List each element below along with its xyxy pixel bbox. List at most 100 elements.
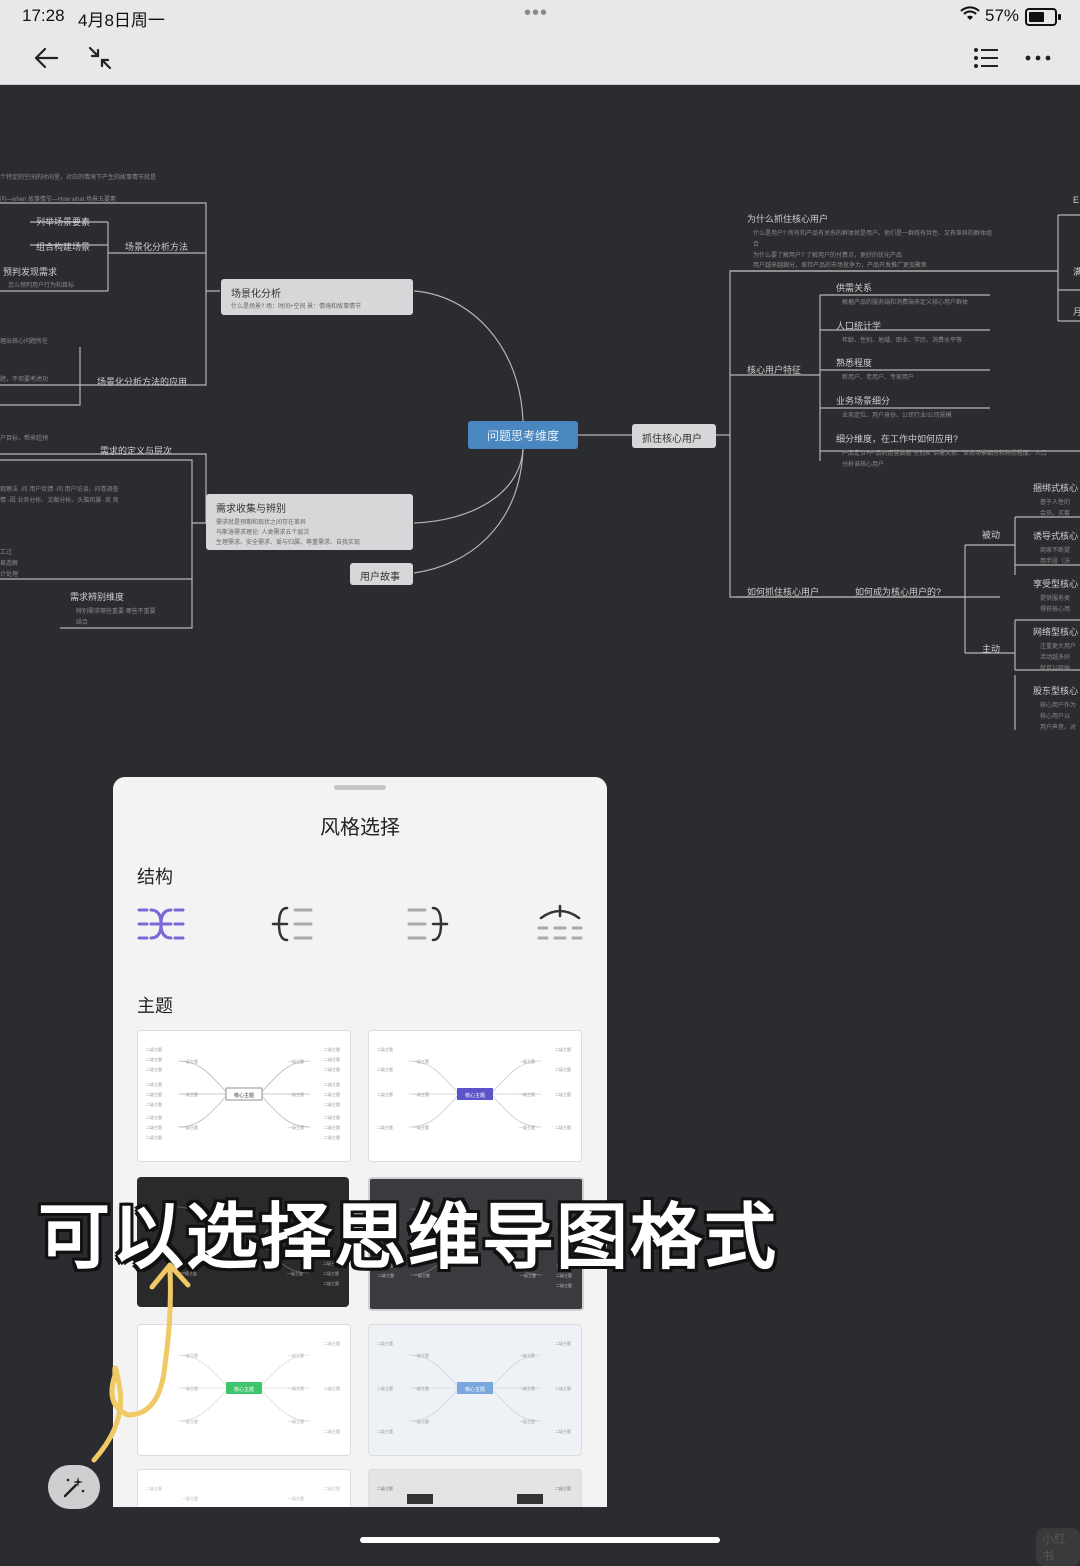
mm-node-demand-def[interactable]: 需求的定义与层次 xyxy=(100,446,173,456)
svg-text:二级主题: 二级主题 xyxy=(324,1081,340,1087)
mm-node-network[interactable]: 网络型核心 xyxy=(1033,627,1079,637)
mm-node-familiar[interactable]: 熟悉程度 xyxy=(836,358,873,368)
video-caption: 可以选择思维导图格式 xyxy=(38,1198,779,1278)
svg-text:一级主题: 一级主题 xyxy=(288,1124,304,1130)
collapse-arrows-icon[interactable] xyxy=(80,38,120,78)
mm-node-collect[interactable]: 需求收集与辨别 需求就是预期和现状之间存在差异 马斯洛需求理论: 人类需求五个层… xyxy=(206,494,413,550)
mm-text-network-s3: 就可以吸纳 xyxy=(1040,666,1071,672)
mm-node-induce[interactable]: 诱导式核心 xyxy=(1033,531,1079,541)
mm-node-combine[interactable]: 组合构建场景 xyxy=(36,242,91,252)
mm-text-familiar-s: 新用户、老用户、专家用户 xyxy=(842,375,915,381)
svg-text:核心主题: 核心主题 xyxy=(465,1092,485,1099)
arrow-left-icon[interactable] xyxy=(26,38,66,78)
mindmap-left-icon[interactable] xyxy=(269,902,319,946)
svg-text:二级主题: 二级主题 xyxy=(555,1066,571,1072)
svg-text:二级主题: 二级主题 xyxy=(324,1114,340,1120)
mm-node-active[interactable]: 主动 xyxy=(982,644,1001,654)
mm-node-subdiv[interactable]: 细分维度，在工作中如何应用? xyxy=(836,434,959,444)
theme-thumb-classic[interactable]: 核心主题 二级主题二级主题二级主题二级主题二级主题二级主题二级主题二级主题二级主… xyxy=(137,1030,351,1162)
mm-node-method[interactable]: 场景化分析方法 xyxy=(125,242,189,252)
svg-text:一级主题: 一级主题 xyxy=(520,1272,536,1278)
mm-node-scene[interactable]: 业务场景细分 xyxy=(836,396,891,406)
battery-icon xyxy=(1025,8,1061,26)
mm-text-demog-s: 年龄、性别、地域、职业、学历、消费水平等 xyxy=(842,338,963,344)
theme-thumb-blue[interactable]: 核心主题 二级主题二级主题二级主题一级主题一级主题一级主题一级主题一级主题一级主… xyxy=(368,1324,582,1456)
mm-node-features[interactable]: 核心用户特征 xyxy=(747,365,802,375)
svg-text:核心主题: 核心主题 xyxy=(234,1092,254,1099)
svg-text:二级主题: 二级主题 xyxy=(146,1124,162,1130)
mm-node-demog[interactable]: 人口统计学 xyxy=(836,321,882,331)
theme-thumb-green[interactable]: 核心主题 一级主题一级主题一级主题一级主题一级主题一级主题二级主题二级主题二级主… xyxy=(137,1324,351,1456)
multitask-dots[interactable]: ••• xyxy=(524,2,549,24)
mm-text-scene-s: 业务定位、用户身份、公司行业/公司规模 xyxy=(842,413,952,419)
svg-text:二级主题: 二级主题 xyxy=(324,1046,340,1052)
ellipsis-icon[interactable] xyxy=(1018,38,1058,78)
mm-text-share-s3: 用户声音。对 xyxy=(1040,725,1077,731)
mm-node-bundle[interactable]: 捆绑式核心 xyxy=(1033,483,1079,493)
status-bar: 17:28 4月8日周一 ••• 57% xyxy=(0,0,1080,32)
mm-node-scene-analysis[interactable]: 场景化分析 什么是场景? 场：时间+空间 景：情境和故事情节 xyxy=(221,279,413,315)
svg-text:一级主题: 一级主题 xyxy=(288,1418,304,1424)
mindmap-both-icon[interactable] xyxy=(137,902,187,946)
svg-text:一级主题: 一级主题 xyxy=(413,1091,429,1097)
mm-text-edge3: 月 xyxy=(1073,307,1080,317)
svg-text:二级主题: 二级主题 xyxy=(324,1428,340,1434)
svg-text:二级主题: 二级主题 xyxy=(324,1124,340,1130)
org-chart-icon[interactable] xyxy=(535,902,585,946)
theme-thumb-purple[interactable]: 核心主题 二级主题二级主题二级主题二级主题二级主题二级主题二级主题二级主题 一级… xyxy=(368,1030,582,1162)
theme-thumb-mono[interactable]: 二级主题二级主题 xyxy=(368,1469,582,1507)
svg-text:二级主题: 二级主题 xyxy=(146,1066,162,1072)
mm-text-edge1: E xyxy=(1073,195,1080,205)
mindmap-right-icon[interactable] xyxy=(403,902,453,946)
mm-node-identify[interactable]: 需求辨别维度 xyxy=(70,592,125,602)
svg-text:一级主题: 一级主题 xyxy=(519,1352,535,1358)
mm-node-why[interactable]: 为什么抓住核心用户 xyxy=(747,214,829,224)
mm-node-title: 抓住核心用户 xyxy=(642,434,702,445)
svg-text:二级主题: 二级主题 xyxy=(323,1260,339,1266)
mm-text-bundle-s2: 会员。买套 xyxy=(1040,511,1071,517)
mm-node-passive[interactable]: 被动 xyxy=(982,530,1001,540)
home-indicator[interactable] xyxy=(360,1537,720,1543)
svg-text:二级主题: 二级主题 xyxy=(377,1091,393,1097)
mm-node-grab[interactable]: 抓住核心用户 xyxy=(632,424,716,448)
svg-text:一级主题: 一级主题 xyxy=(182,1091,198,1097)
svg-text:二级主题: 二级主题 xyxy=(377,1428,393,1434)
status-date: 4月8日周一 xyxy=(78,11,165,30)
mm-node-enjoy[interactable]: 享受型核心 xyxy=(1033,579,1079,589)
mm-text-network-s2: 活动越多好 xyxy=(1040,655,1071,661)
svg-text:二级主题: 二级主题 xyxy=(377,1046,393,1052)
svg-text:二级主题: 二级主题 xyxy=(555,1124,571,1130)
svg-text:二级主题: 二级主题 xyxy=(555,1340,571,1346)
magic-wand-icon[interactable] xyxy=(48,1465,100,1509)
svg-text:一级主题: 一级主题 xyxy=(413,1058,429,1064)
theme-thumb-pink[interactable]: 二级主题一级主题一级主题二级主题 xyxy=(137,1469,351,1507)
svg-text:二级主题: 二级主题 xyxy=(555,1428,571,1434)
mm-node-supply[interactable]: 供需关系 xyxy=(836,283,873,293)
mm-node-story[interactable]: 用户故事 xyxy=(350,563,413,585)
mm-node-share[interactable]: 股东型核心 xyxy=(1033,686,1079,696)
svg-text:二级主题: 二级主题 xyxy=(324,1385,340,1391)
mm-text-share-s: 核心用户作为 xyxy=(1040,703,1077,709)
mm-node-title: 用户故事 xyxy=(360,572,400,583)
mm-node-list-elems[interactable]: 列举场景要素 xyxy=(36,217,91,227)
svg-text:一级主题: 一级主题 xyxy=(413,1124,429,1130)
svg-text:一级主题: 一级主题 xyxy=(288,1495,304,1501)
mm-center-node[interactable]: 问题思考维度 xyxy=(468,421,578,449)
mindmap-canvas[interactable]: 个特定的空间的时间里，对应的情境下产生的故事情节就是 问—when 故事情节—H… xyxy=(0,85,1080,1554)
sheet-grabber[interactable] xyxy=(334,785,386,790)
mm-node-how-become[interactable]: 如何成为核心用户的? xyxy=(855,587,942,597)
mm-text-induce-s: 商家不断提 xyxy=(1040,548,1071,554)
list-icon[interactable] xyxy=(966,38,1006,78)
theme-thumb-dark-gray[interactable]: 二级主题二级主题一级主题一级主题二级主题二级主题二级主题 xyxy=(368,1177,584,1311)
svg-text:一级主题: 一级主题 xyxy=(288,1058,304,1064)
mm-node-apply[interactable]: 场景化分析方法的应用 xyxy=(97,377,188,387)
mm-text-research-a: 观察法 -问 用户反馈 -问 用户访谈、问卷调查 xyxy=(0,487,119,493)
mm-text-subdiv-s2: 分析谁核心用户 xyxy=(842,462,885,468)
mm-text-supply-s: 根据产品的服务端和消费端来定义核心用户群体 xyxy=(842,300,969,306)
battery-percent: 57% xyxy=(985,6,1020,25)
mm-node-how-grab[interactable]: 如何抓住核心用户 xyxy=(747,587,820,597)
mm-text-left-1: 个特定的空间的时间里，对应的情境下产生的故事情节就是 xyxy=(0,175,157,181)
svg-text:一级主题: 一级主题 xyxy=(414,1272,430,1278)
svg-text:二级主题: 二级主题 xyxy=(555,1485,571,1491)
mm-node-predict[interactable]: 预判发现需求 xyxy=(3,267,58,277)
